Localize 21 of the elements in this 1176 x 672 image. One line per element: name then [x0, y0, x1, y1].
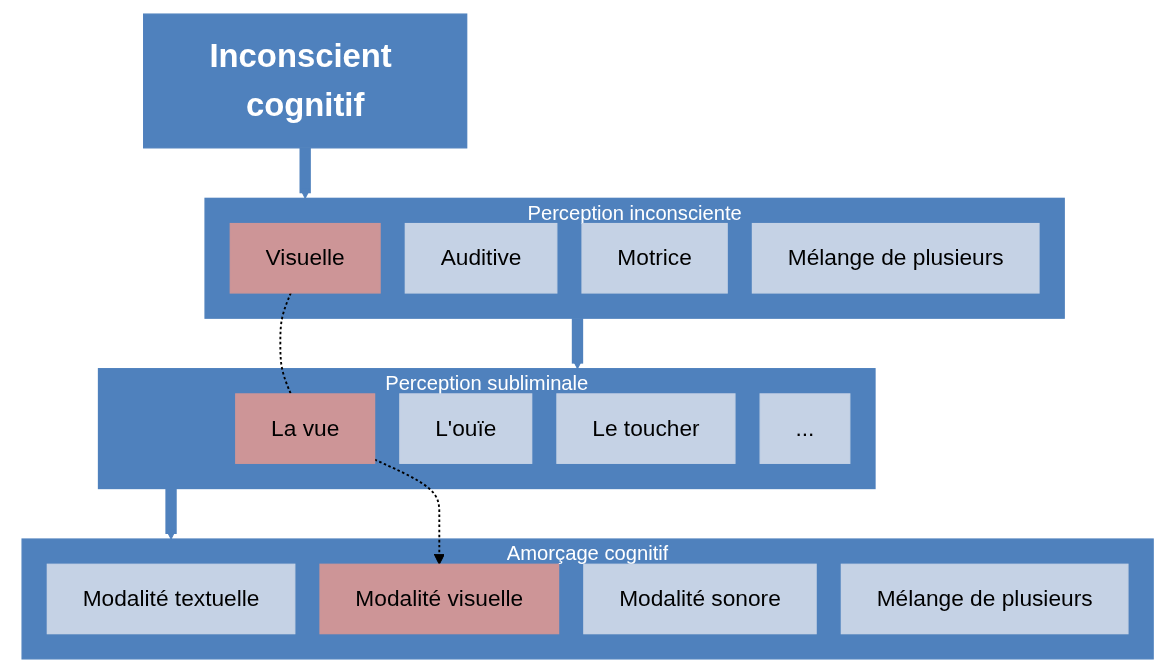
node-box [47, 563, 296, 634]
connector [279, 291, 293, 395]
node-box [759, 392, 851, 464]
cluster [98, 367, 876, 489]
arrow [572, 316, 584, 369]
node-box [399, 392, 533, 464]
node-box [841, 563, 1129, 634]
cluster [204, 197, 1066, 319]
cluster [21, 537, 1155, 660]
node-box [143, 12, 468, 148]
diagram: Perception inconsciente Perception subliminale Amorçage cognitif Inconscient cognitif Visuelle Auditive Motrice Mélange de plusieurs La vue L'ouïe Le toucher ... Modalité textuelle Modalité visuelle Modalité sonore Mélange de plusieurs [12, 3, 1164, 669]
node-box [235, 392, 376, 464]
node-box [230, 222, 382, 294]
arrow [165, 486, 178, 540]
node-box [556, 392, 736, 464]
node-box [319, 563, 560, 634]
node-box [583, 563, 818, 634]
node-box [752, 222, 1040, 294]
node-box [581, 222, 729, 294]
node-box [405, 222, 558, 294]
arrow [374, 458, 446, 565]
